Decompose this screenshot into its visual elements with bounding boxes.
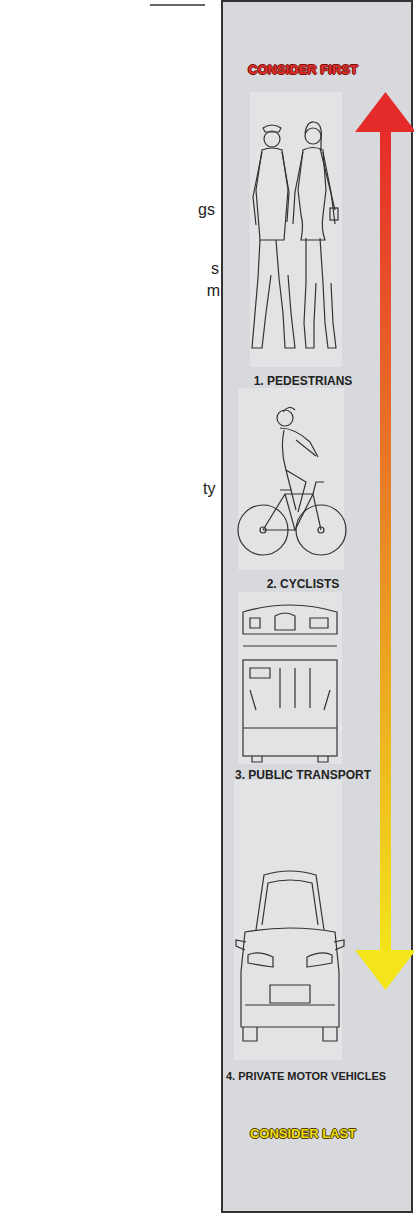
clipped-text: s [211, 260, 219, 278]
picture-ground [234, 780, 342, 1060]
mode-label: 1. PEDESTRIANS [254, 374, 353, 388]
clipped-text: gs [198, 201, 215, 219]
mode-label: 2. CYCLISTS [267, 577, 340, 591]
mode-label: 4. PRIVATE MOTOR VEHICLES [226, 1070, 386, 1082]
priority-panel: CONSIDER FIRST 1. PEDESTRIANS 2. CYCLISTS 3… [222, 1, 412, 1212]
cyclist-drawing [238, 407, 346, 555]
pedestrians-drawing [252, 122, 338, 348]
panel-ground [222, 1, 412, 1212]
priority-arrow [355, 92, 414, 990]
mode-label: 3. PUBLIC TRANSPORT [235, 768, 371, 782]
car-drawing [236, 871, 344, 1041]
priority-heading: CONSIDER LAST [250, 1126, 356, 1141]
picture-ground [238, 388, 344, 570]
picture-ground [250, 92, 342, 367]
clipped-text: ty [203, 480, 215, 498]
rule-line [150, 4, 205, 6]
priority-heading: CONSIDER FIRST [248, 62, 358, 77]
bus-drawing [243, 605, 337, 762]
clipped-text: m [207, 282, 220, 300]
picture-ground [238, 592, 342, 764]
